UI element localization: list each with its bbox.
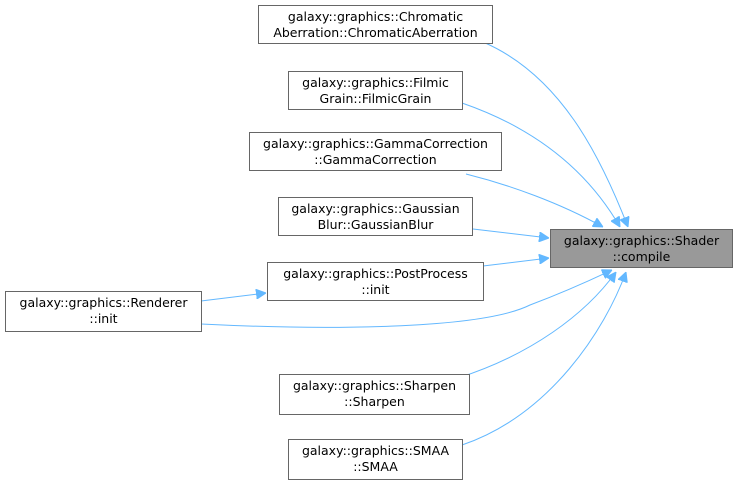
node-postprocess[interactable]: galaxy::graphics::PostProcess ::init [267, 262, 484, 301]
node-gaussian[interactable]: galaxy::graphics::Gaussian Blur::Gaussia… [278, 197, 473, 236]
svg-text:::compile: ::compile [613, 249, 671, 264]
svg-text:galaxy::graphics::Renderer: galaxy::graphics::Renderer [20, 295, 189, 310]
node-postprocess-line-1: galaxy::graphics::PostProcess [283, 266, 467, 281]
node-gamma-line-1: galaxy::graphics::GammaCorrection [263, 136, 488, 151]
node-chromatic-line-1: galaxy::graphics::Chromatic [288, 9, 463, 24]
edges [200, 41, 628, 446]
focus-node-line-1: galaxy::graphics::Shader [564, 233, 720, 248]
svg-text:::SMAA: ::SMAA [353, 459, 398, 474]
node-gamma[interactable]: galaxy::graphics::GammaCorrection ::Gamm… [249, 132, 502, 171]
edge-smaa-to-shader-compile [461, 272, 626, 446]
node-postprocess-line-2: ::init [361, 282, 389, 297]
node-filmic[interactable]: galaxy::graphics::Filmic Grain::FilmicGr… [288, 71, 463, 110]
node-smaa-line-1: galaxy::graphics::SMAA [302, 443, 450, 458]
edge-sharpen-to-shader-compile [457, 272, 616, 379]
svg-text:::Sharpen: ::Sharpen [344, 394, 405, 409]
node-gamma-line-2: ::GammaCorrection [314, 152, 436, 167]
node-sharpen[interactable]: galaxy::graphics::Sharpen ::Sharpen [279, 374, 470, 415]
svg-text:Grain::FilmicGrain: Grain::FilmicGrain [320, 91, 432, 106]
node-renderer-line-2: ::init [89, 311, 117, 326]
node-shader-compile-focus[interactable]: galaxy::graphics::Shader ::compile [550, 229, 733, 268]
node-smaa[interactable]: galaxy::graphics::SMAA ::SMAA [288, 439, 463, 480]
svg-text:::init: ::init [89, 311, 117, 326]
node-gaussian-line-2: Blur::GaussianBlur [318, 217, 435, 232]
node-chromatic[interactable]: galaxy::graphics::Chromatic Aberration::… [258, 5, 493, 44]
svg-text:galaxy::graphics::Sharpen: galaxy::graphics::Sharpen [293, 378, 456, 393]
svg-text:galaxy::graphics::GammaCorrect: galaxy::graphics::GammaCorrection [263, 136, 488, 151]
edge-gaussian-to-shader-compile [472, 228, 549, 238]
edge-gamma-to-shader-compile [465, 173, 603, 227]
svg-text:galaxy::graphics::Filmic: galaxy::graphics::Filmic [302, 75, 449, 90]
svg-text:galaxy::graphics::Shader: galaxy::graphics::Shader [564, 233, 720, 248]
node-smaa-line-2: ::SMAA [353, 459, 398, 474]
node-sharpen-line-2: ::Sharpen [344, 394, 405, 409]
edge-chromatic-to-shader-compile [482, 41, 628, 227]
node-renderer-line-1: galaxy::graphics::Renderer [20, 295, 189, 310]
svg-text:galaxy::graphics::Gaussian: galaxy::graphics::Gaussian [291, 201, 459, 216]
edge-postprocess-to-shader-compile [482, 258, 549, 267]
edge-filmic-to-shader-compile [461, 102, 620, 227]
svg-text:galaxy::graphics::Chromatic: galaxy::graphics::Chromatic [288, 9, 463, 24]
svg-text:::init: ::init [361, 282, 389, 297]
node-filmic-line-2: Grain::FilmicGrain [320, 91, 432, 106]
node-gaussian-line-1: galaxy::graphics::Gaussian [291, 201, 459, 216]
svg-text:galaxy::graphics::SMAA: galaxy::graphics::SMAA [302, 443, 450, 458]
svg-text:::GammaCorrection: ::GammaCorrection [314, 152, 436, 167]
edge-renderer-to-shader-compile [200, 270, 612, 328]
svg-text:galaxy::graphics::PostProcess: galaxy::graphics::PostProcess [283, 266, 467, 281]
node-renderer[interactable]: galaxy::graphics::Renderer ::init [5, 291, 202, 332]
node-sharpen-line-1: galaxy::graphics::Sharpen [293, 378, 456, 393]
svg-text:Blur::GaussianBlur: Blur::GaussianBlur [318, 217, 435, 232]
svg-text:Aberration::ChromaticAberratio: Aberration::ChromaticAberration [273, 25, 477, 40]
node-chromatic-line-2: Aberration::ChromaticAberration [273, 25, 477, 40]
edge-renderer-to-postprocess [200, 293, 266, 302]
focus-node-line-2: ::compile [613, 249, 671, 264]
node-filmic-line-1: galaxy::graphics::Filmic [302, 75, 449, 90]
